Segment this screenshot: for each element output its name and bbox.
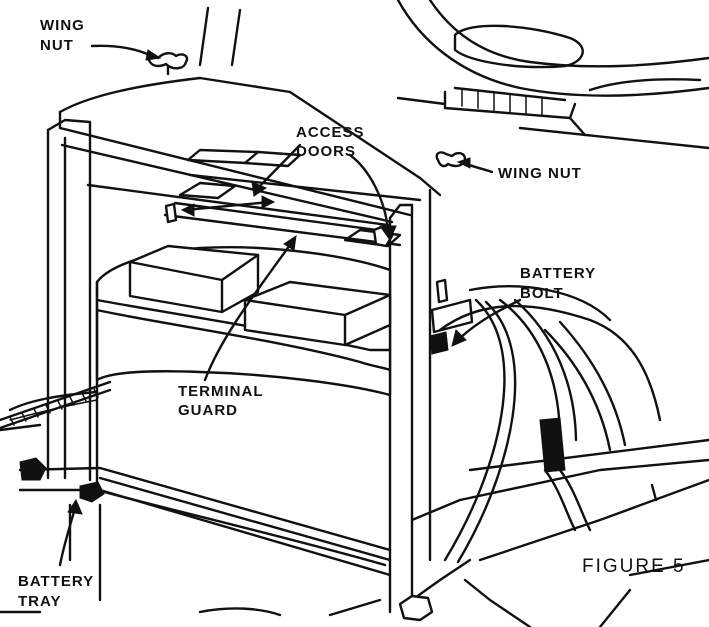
wing-nut-frame-icon <box>164 202 394 248</box>
frame-body <box>58 6 442 197</box>
battery-tray-label-line1: BATTERY <box>18 573 94 590</box>
bottom-hardware <box>0 594 434 622</box>
battery-bolt <box>429 278 474 355</box>
access-doors-label-line1: ACCESS <box>296 124 365 141</box>
battery <box>95 244 392 567</box>
wing-nut-left-label-line1: WING <box>40 17 85 34</box>
battery-tray <box>0 390 472 602</box>
wing-nut-left-icon <box>147 52 189 76</box>
battery-cables-right <box>438 285 709 627</box>
battery-bolt-label-line1: BATTERY <box>520 265 596 282</box>
wing-nut-right-icon <box>435 151 467 168</box>
battery-cable-left <box>0 380 112 430</box>
access-doors-label-line2: DOORS <box>296 143 356 160</box>
terminal-guard-label-line1: TERMINAL <box>178 383 264 400</box>
battery-tray-label-line2: TRAY <box>18 593 61 610</box>
terminal-guard-label-line2: GUARD <box>178 402 238 419</box>
wing-nut-left-label-line2: NUT <box>40 37 74 54</box>
leader-lines <box>58 44 522 567</box>
seat-drawing <box>396 0 709 150</box>
wing-nut-right-label: WING NUT <box>498 165 582 182</box>
battery-bolt-label-line2: BOLT <box>520 285 564 302</box>
figure-caption: FIGURE 5 <box>582 556 686 577</box>
